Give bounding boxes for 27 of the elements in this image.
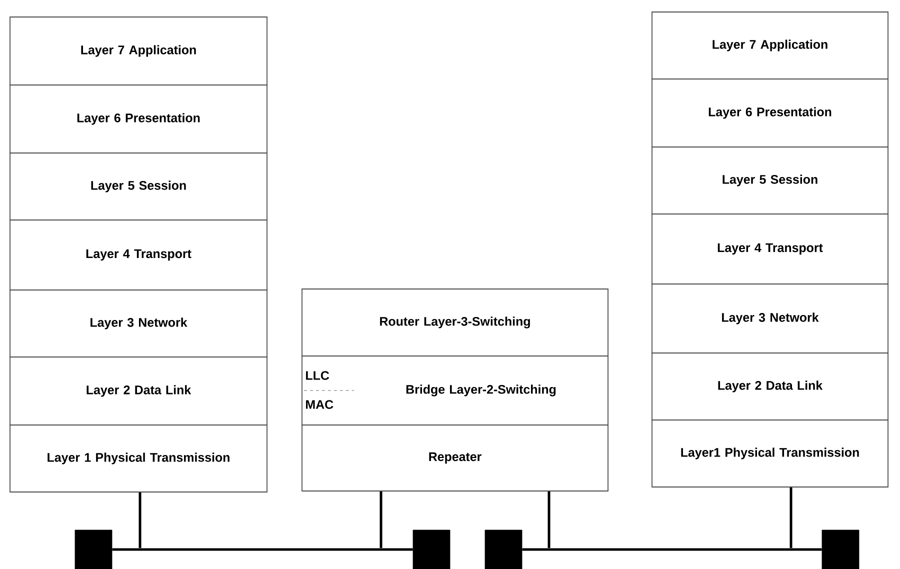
- terminator-square: [822, 530, 860, 569]
- drop-line: [138, 492, 142, 548]
- drop-line: [790, 487, 792, 548]
- layer-box: Layer 3 Network: [652, 284, 888, 354]
- layer-box: Layer 3 Network: [10, 290, 268, 358]
- layer-box: Layer 7 Application: [652, 12, 888, 80]
- layer-box: Layer1 Physical Transmission: [652, 420, 888, 488]
- device-box: Router Layer-3-Switching: [302, 288, 608, 356]
- layer-box: Layer 6 Presentation: [652, 78, 888, 148]
- terminator-square: [484, 530, 522, 569]
- layer-box: Layer 2 Data Link: [10, 356, 268, 426]
- terminator-square: [412, 530, 450, 569]
- device-box: LLC Bridge Layer-2-Switching MAC: [302, 356, 608, 426]
- layer-box: Layer 2 Data Link: [652, 352, 888, 420]
- layer-box: Layer 5 Session: [652, 146, 888, 214]
- bus-line: [112, 548, 413, 551]
- drop-line: [380, 491, 382, 548]
- drop-line: [548, 491, 550, 548]
- layer-box: Layer 4 Transport: [10, 220, 268, 290]
- bus-line: [522, 548, 822, 551]
- layer-box: Layer 7 Application: [10, 16, 268, 86]
- layer-box: Layer 6 Presentation: [10, 84, 268, 154]
- layer-box: Layer 4 Transport: [652, 214, 888, 284]
- layer-box: Layer 1 Physical Transmission: [10, 424, 268, 492]
- layer-box: Layer 5 Session: [10, 152, 268, 220]
- terminator-square: [74, 530, 112, 569]
- device-box: Repeater: [302, 424, 608, 492]
